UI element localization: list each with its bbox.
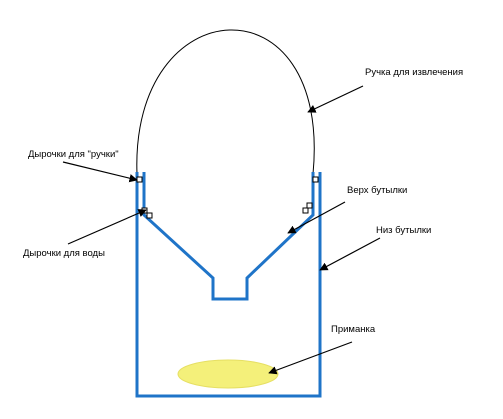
water-hole-right-2 <box>302 207 309 214</box>
label-handle-holes: Дырочки для "ручки" <box>28 149 119 160</box>
label-bottle-top: Верх бутылки <box>347 185 407 196</box>
label-bottle-bottom: Низ бутылки <box>376 225 431 236</box>
water-hole-left-2 <box>146 212 153 219</box>
arrow-bait <box>268 341 353 375</box>
arrow-bottle-top <box>287 201 346 234</box>
bottle-bottom-shape <box>135 172 322 398</box>
handle-hole-left <box>136 176 143 183</box>
arrow-water-holes <box>67 209 147 245</box>
handle-hole-right <box>312 176 319 183</box>
label-bait: Приманка <box>331 324 376 335</box>
arrow-bottle-bottom <box>319 237 381 271</box>
extraction-handle <box>136 29 315 175</box>
label-water-holes: Дырочки для воды <box>23 248 105 259</box>
water-hole-right-1 <box>306 202 313 209</box>
bottle-top-funnel <box>142 172 315 301</box>
arrow-handle-holes <box>62 161 138 183</box>
label-handle: Ручка для извлечения <box>365 67 463 78</box>
arrow-handle <box>307 85 364 113</box>
bait-ellipse <box>177 359 279 389</box>
